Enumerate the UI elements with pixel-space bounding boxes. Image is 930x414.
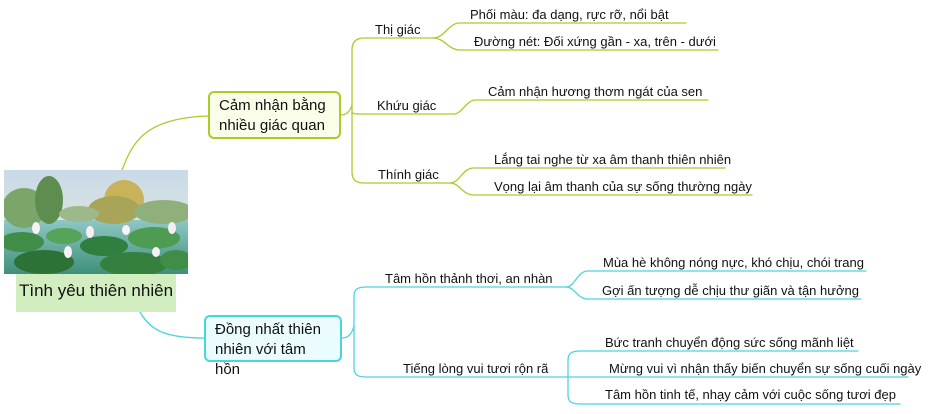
leaf-smell-1[interactable]: Cảm nhận hương thơm ngát của sen <box>488 84 703 99</box>
branch-senses[interactable]: Cảm nhận bằng nhiều giác quan <box>208 91 341 139</box>
link-calm-2 <box>565 286 862 300</box>
leaf-sight-2[interactable]: Đường nét: Đối xứng gần - xa, trên - dướ… <box>474 34 716 49</box>
root-topic[interactable]: Tình yêu thiên nhiên <box>4 170 188 312</box>
leaf-joy-1[interactable]: Bức tranh chuyển động sức sống mãnh liệt <box>605 335 854 350</box>
topic-hearing[interactable]: Thính giác <box>378 167 439 182</box>
link-root-senses <box>121 115 209 171</box>
link-joy-3 <box>567 376 901 405</box>
link-senses-hearing-trunk <box>351 111 451 184</box>
branch-senses-line2: nhiều giác quan <box>219 117 325 134</box>
link-sight-1 <box>432 22 687 39</box>
link-smell-1 <box>453 99 709 115</box>
branch-senses-line1: Cảm nhận bằng <box>219 97 326 114</box>
branch-soul-line2: nhiên với tâm hồn <box>215 341 306 378</box>
link-soul-joy-trunk <box>353 325 569 378</box>
leaf-sight-1[interactable]: Phối màu: đa dạng, rực rỡ, nổi bật <box>470 7 669 22</box>
topic-smell[interactable]: Khứu giác <box>377 98 437 113</box>
leaf-calm-1[interactable]: Mùa hè không nóng nực, khó chịu, chói tr… <box>603 255 864 270</box>
branch-soul-line1: Đồng nhất thiên <box>215 321 321 338</box>
root-label: Tình yêu thiên nhiên <box>16 274 176 312</box>
link-soul-trunk <box>341 286 567 339</box>
topic-sight[interactable]: Thị giác <box>375 22 421 37</box>
link-calm-1 <box>565 270 867 288</box>
topic-joyful-heart[interactable]: Tiếng lòng vui tươi rộn rã <box>403 361 549 376</box>
branch-soul[interactable]: Đồng nhất thiên nhiên với tâm hồn <box>204 315 342 378</box>
leaf-hearing-1[interactable]: Lắng tai nghe từ xa âm thanh thiên nhiên <box>494 152 732 167</box>
leaf-joy-2[interactable]: Mừng vui vì nhận thấy biến chuyển sự sốn… <box>609 361 922 376</box>
leaf-calm-2[interactable]: Gợi ấn tượng dễ chịu thư giãn và tận hưở… <box>602 283 859 298</box>
topic-calm-soul[interactable]: Tâm hồn thảnh thơi, an nhàn <box>385 271 553 286</box>
link-root-soul <box>139 311 205 339</box>
leaf-joy-3[interactable]: Tâm hồn tinh tế, nhạy cảm với cuộc sống … <box>605 387 896 402</box>
link-hearing-1 <box>449 167 726 184</box>
link-senses-trunk <box>340 37 434 116</box>
lotus-pond-image <box>4 170 188 274</box>
link-hearing-2 <box>449 182 753 196</box>
link-sight-2 <box>432 37 719 51</box>
leaf-hearing-2[interactable]: Vọng lại âm thanh của sự sống thường ngà… <box>494 179 752 194</box>
link-joy-1 <box>567 350 859 378</box>
